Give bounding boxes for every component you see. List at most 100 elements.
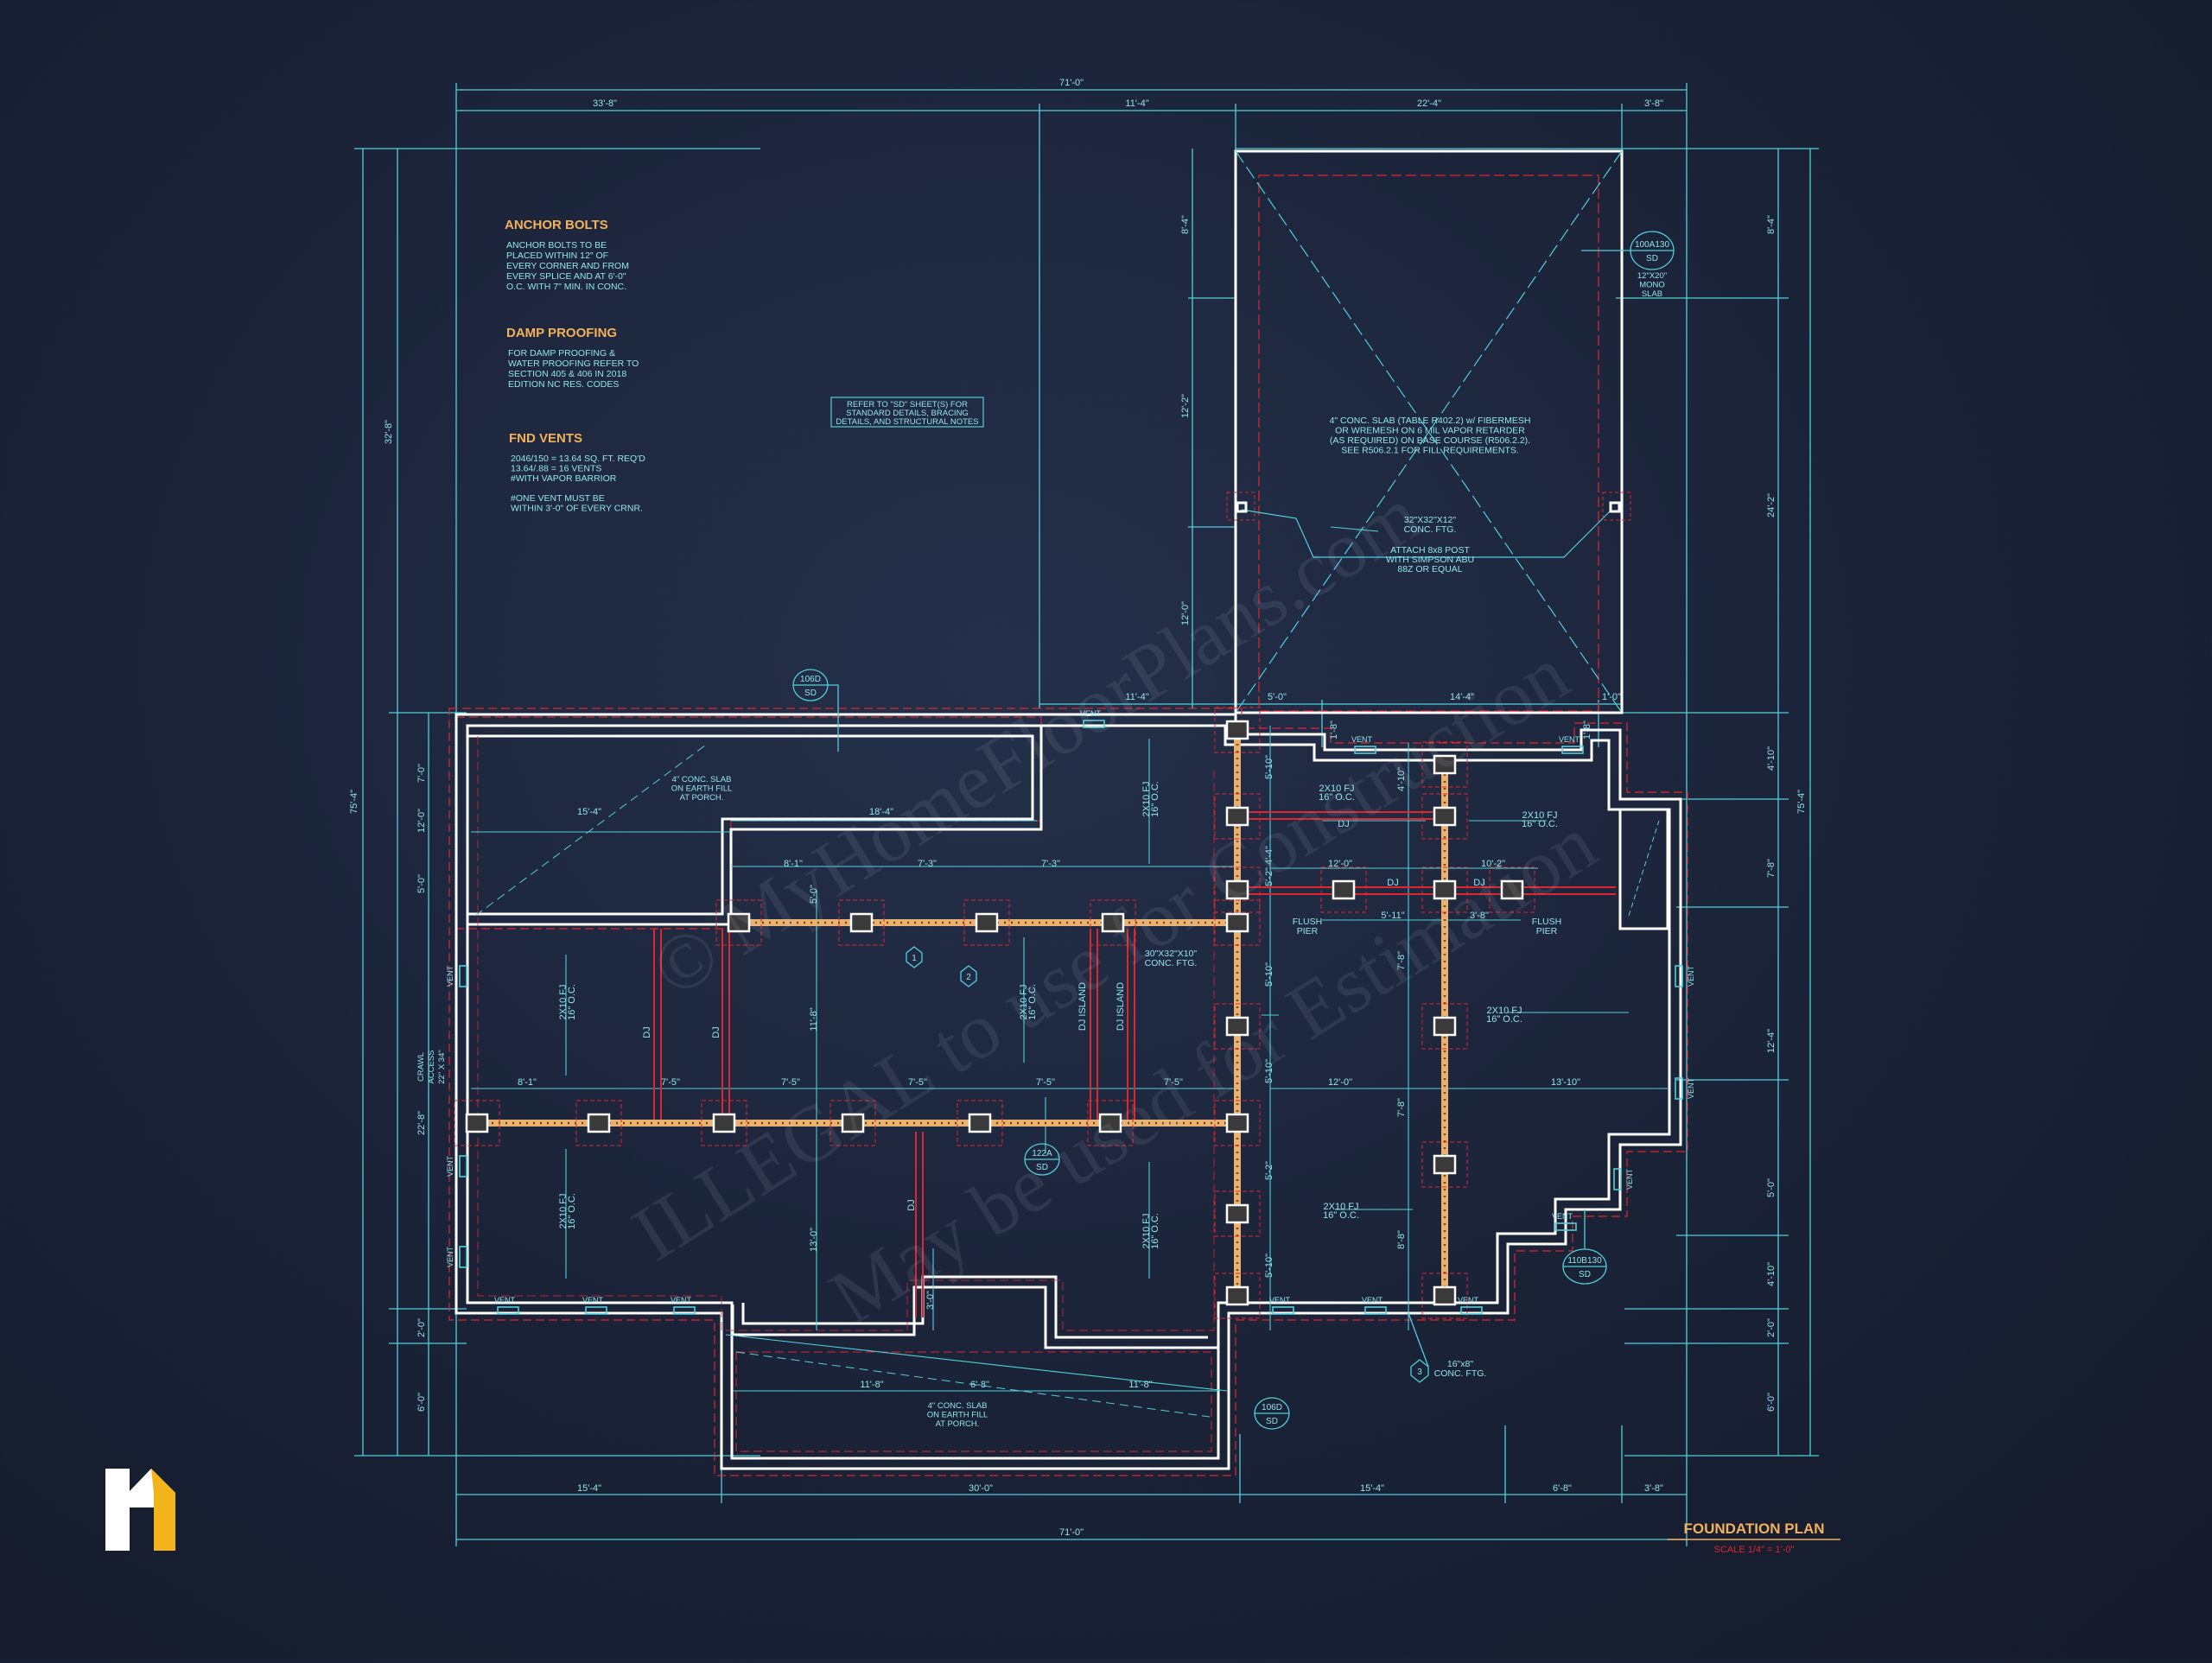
- garage-slab-note: OR WREMESH ON 6 MIL VAPOR RETARDER: [1335, 426, 1525, 436]
- fnd-vents-note: #ONE VENT MUST BE: [511, 493, 605, 504]
- pier: [1500, 879, 1524, 900]
- vent-icon: [1554, 1222, 1577, 1231]
- dimension-label: 6'-0": [1766, 1393, 1777, 1412]
- conc-ftg-note: CONC. FTG.: [1404, 524, 1457, 535]
- detail-sheet: SD: [1579, 1270, 1591, 1279]
- detail-id: 122A: [1032, 1149, 1052, 1158]
- pier-footing-outline: [1090, 899, 1136, 946]
- vent-icon: [1613, 1168, 1622, 1190]
- dimension-label: 15'-4": [577, 807, 601, 817]
- dimension-label: 4'-10": [1766, 1262, 1777, 1286]
- pier: [1101, 912, 1125, 933]
- pier-footing-outline: [838, 899, 885, 946]
- dimension-label: 71'-0": [1059, 78, 1084, 88]
- flush-pier-label: FLUSH: [1293, 917, 1322, 927]
- fnd-vents-note: WITHIN 3'-0" OF EVERY CRNR.: [511, 504, 643, 514]
- dimension-label: 32'-8": [384, 420, 394, 444]
- dimension-label: 75'-4": [349, 790, 359, 814]
- joist-spacing-label: 16" O.C.: [1323, 1210, 1359, 1221]
- pier-footing-outline: [701, 1100, 747, 1146]
- pier-footing-outline: [1087, 1100, 1134, 1146]
- dimension-label: 7'-8": [1396, 1098, 1407, 1117]
- pier-footing-outline: [715, 899, 762, 946]
- dimension-label: 3'-8": [1644, 1483, 1663, 1494]
- damp-proofing-note: SECTION 405 & 406 IN 2018: [508, 369, 626, 379]
- pier: [1225, 1016, 1249, 1037]
- flush-pier-label: PIER: [1536, 926, 1558, 936]
- dimension-label: 3'-8": [1644, 98, 1663, 109]
- dimension-label: 71'-0": [1059, 1527, 1084, 1538]
- dimension-label: 5'-0": [1268, 692, 1287, 702]
- pier-footing-outline: [1421, 866, 1468, 913]
- fnd-vents-heading: FND VENTS: [509, 431, 582, 446]
- dimension-label: 4'-4": [1264, 846, 1274, 865]
- double-joists: [653, 811, 1616, 1317]
- pier-footing-outline: [1421, 1003, 1468, 1050]
- refer-sd-note: STANDARD DETAILS, BRACING: [846, 409, 969, 418]
- dimension-label: 8'-4": [1180, 215, 1191, 234]
- dimension-label: 7'-5": [1164, 1077, 1183, 1088]
- vent-icon: [497, 1306, 519, 1315]
- pier: [1098, 1113, 1122, 1133]
- vent-label: VENT: [446, 1156, 454, 1177]
- dimension-label: 6'-8": [1553, 1483, 1572, 1494]
- joist-spacing-label: 16" O.C.: [567, 1193, 577, 1229]
- pier-footing-outline: [1421, 1141, 1468, 1188]
- dimension-label: 1'-0": [1602, 692, 1621, 702]
- vent-label: VENT: [1080, 709, 1102, 718]
- dimension-label: 15'-4": [1360, 1483, 1384, 1494]
- vent-label: VENT: [1687, 1078, 1695, 1100]
- vent-label: VENT: [446, 1247, 454, 1268]
- dimension-label: 11'-8": [860, 1380, 883, 1390]
- joist-label: 2X10 FJ: [1019, 985, 1029, 1020]
- porch-slab-note: 4" CONC. SLAB: [928, 1401, 988, 1411]
- plan-title: FOUNDATION PLAN: [1683, 1520, 1824, 1537]
- dimension-label: 5'-0": [416, 874, 427, 893]
- vent-icon: [1083, 720, 1105, 728]
- dimension-label: 8'-1": [518, 1077, 537, 1088]
- joist-spacing-label: 16" O.C.: [1027, 984, 1038, 1020]
- garage-slab-note: 4" CONC. SLAB (TABLE R402.2) w/ FIBERMES…: [1330, 416, 1531, 426]
- pier: [1225, 879, 1249, 900]
- refer-sd-note: REFER TO "SD" SHEET(S) FOR: [847, 400, 968, 409]
- dimension-label: 15'-4": [577, 1483, 601, 1494]
- pier: [841, 1113, 865, 1133]
- detail-sheet: SD: [1036, 1163, 1048, 1172]
- joist-spacing-label: 16" O.C.: [1522, 819, 1558, 829]
- pier: [727, 912, 751, 933]
- crawl-access-label: 22" X 34": [437, 1050, 447, 1084]
- dimension-label: 4'-10": [1766, 746, 1777, 771]
- interior-dimension-lines: [471, 726, 1668, 1392]
- joist-label: 2X10 FJ: [1522, 810, 1558, 821]
- garage-slab-note: SEE R506.2.1 FOR FILL REQUIREMENTS.: [1341, 446, 1519, 456]
- plan-scale: SCALE 1/4" = 1'-0": [1714, 1545, 1795, 1555]
- dimension-label: 2'-0": [416, 1318, 427, 1337]
- pier: [587, 1113, 611, 1133]
- dimension-label: 7'-3": [918, 859, 937, 869]
- pier: [1225, 806, 1249, 827]
- pier: [1433, 754, 1457, 775]
- detail-id: 100A130: [1635, 240, 1669, 250]
- garage-slab: [1226, 149, 1631, 714]
- dimension-label: 7'-5": [908, 1077, 927, 1088]
- dimension-label: 33'-8": [593, 98, 617, 109]
- dimension-label: 7'-5": [781, 1077, 800, 1088]
- dimension-label: 10'-2": [1481, 859, 1505, 869]
- pier: [465, 1113, 489, 1133]
- dimension-label: 12'-0": [1328, 1077, 1352, 1088]
- conc-ftg-note: CONC. FTG.: [1145, 958, 1198, 968]
- fnd-vents-note: 2046/150 = 13.64 SQ. FT. REQ'D: [511, 454, 645, 464]
- garage-slab-note: (AS REQUIRED) ON BASE COURSE (R506.2.2).: [1330, 435, 1530, 446]
- detail-sheet: SD: [1266, 1417, 1278, 1426]
- mono-slab-note: 12"X20": [1637, 271, 1667, 281]
- dimension-label: 5'-2": [1264, 1161, 1274, 1180]
- anchor-bolts-note: EVERY SPLICE AND AT 6'-0": [506, 271, 626, 282]
- fnd-vents-note: #WITH VAPOR BARRIOR: [511, 473, 617, 484]
- attach-post-note: 88Z OR EQUAL: [1397, 564, 1462, 574]
- pier-footing-outline: [454, 1100, 500, 1146]
- pier-footing-outline: [830, 1100, 876, 1146]
- pier-footing-outline: [1421, 1273, 1468, 1319]
- dimension-label: 5'-10": [1264, 755, 1274, 779]
- dimension-label: 14'-4": [1450, 692, 1474, 702]
